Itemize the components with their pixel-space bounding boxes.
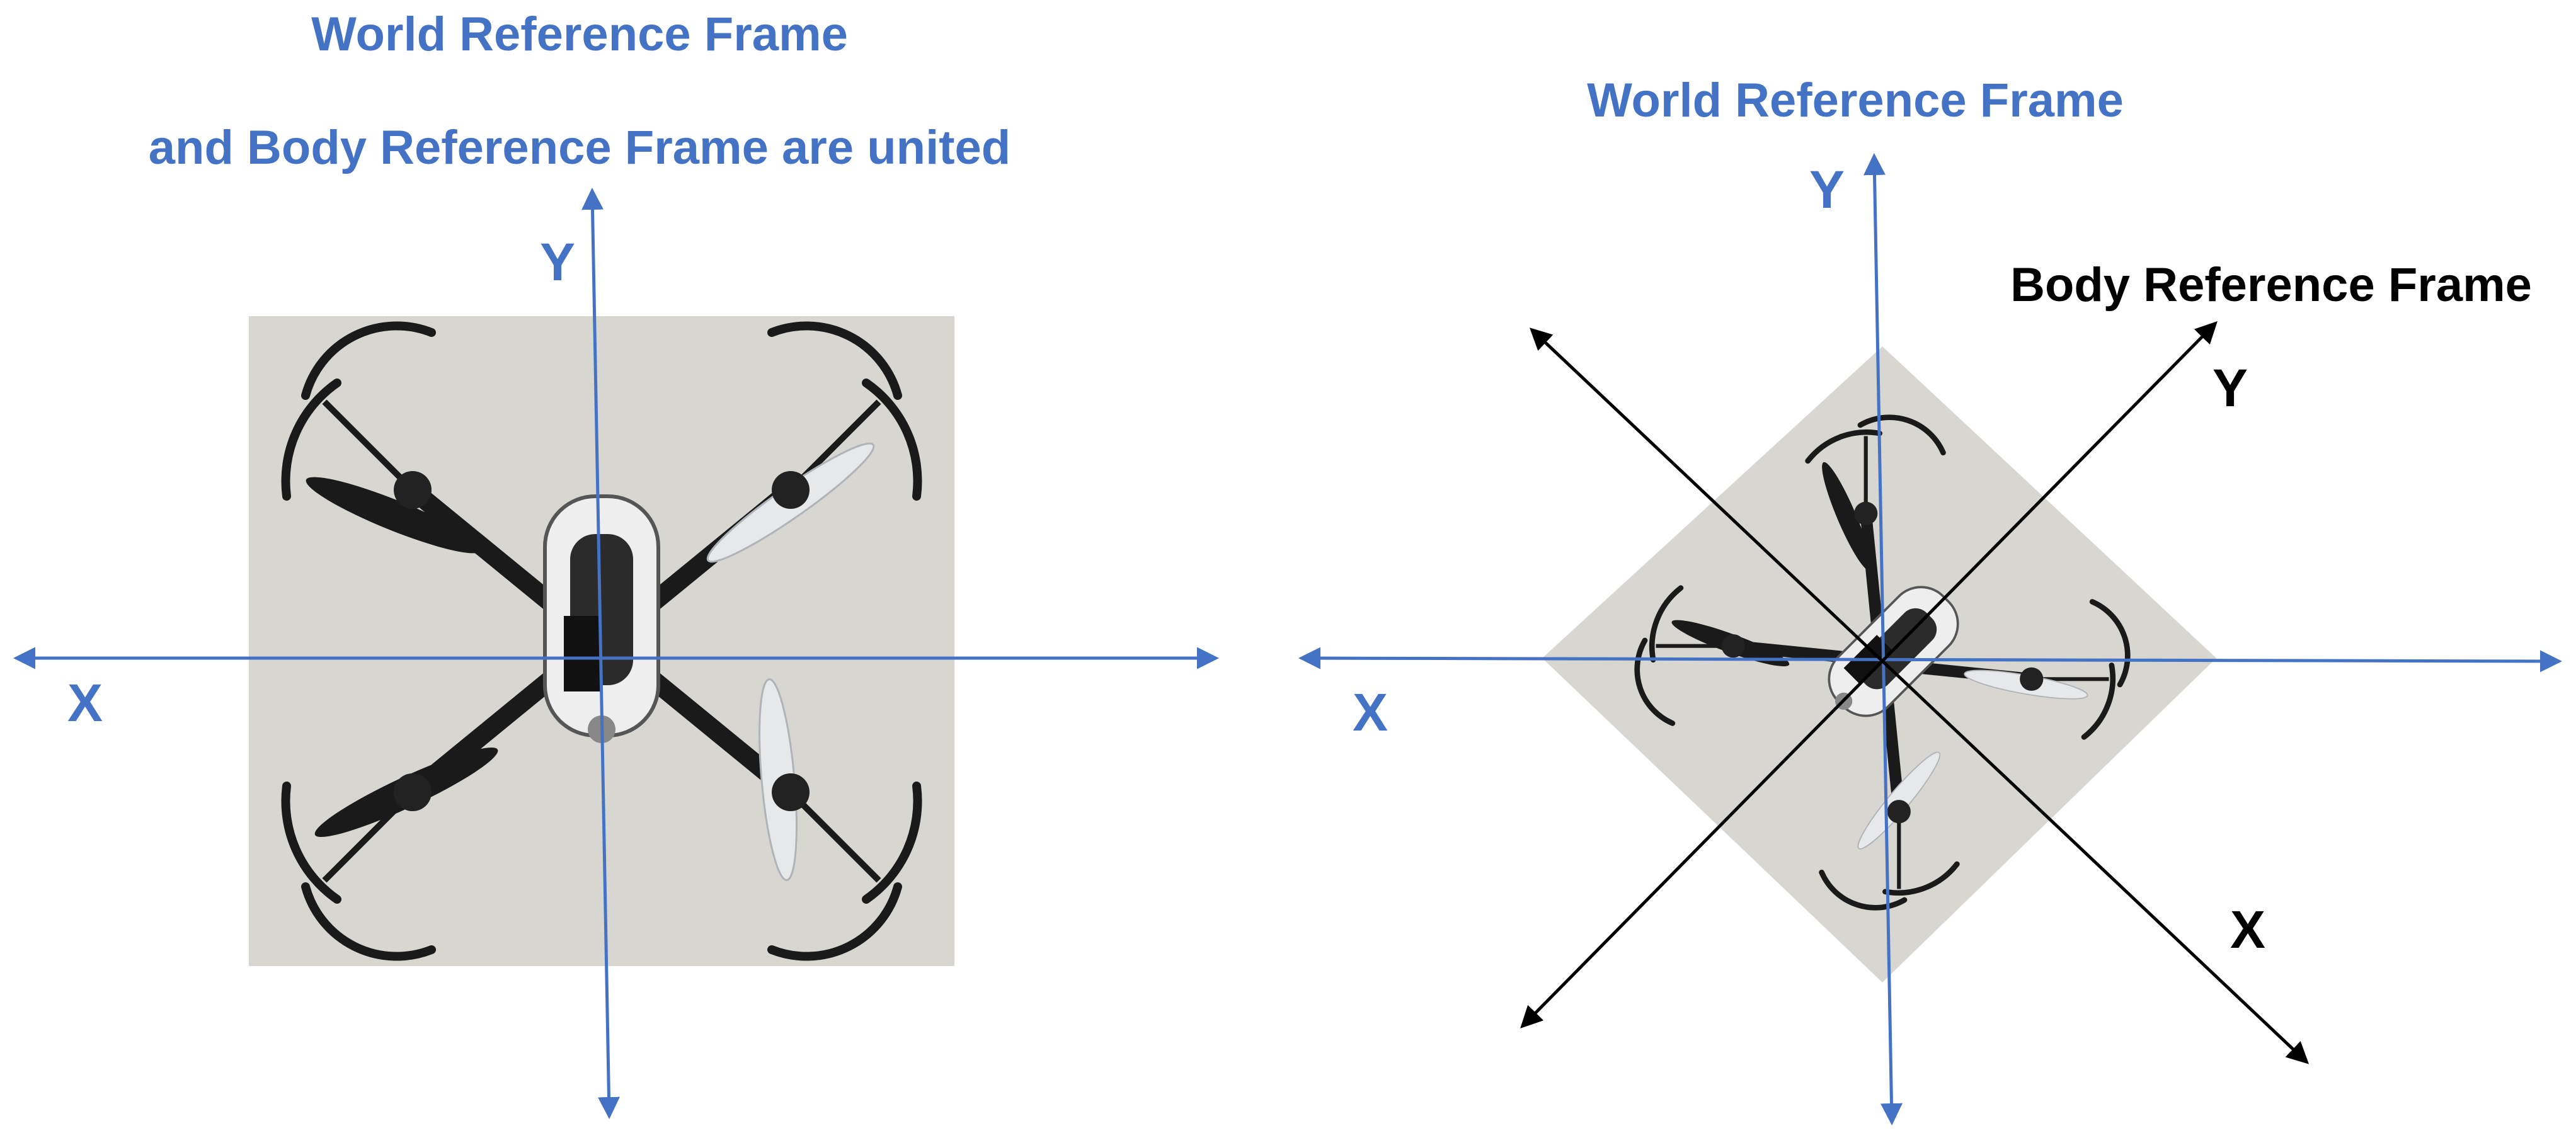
right-body-x-label: X	[2230, 900, 2265, 959]
right-world-title: World Reference Frame	[1587, 74, 2124, 127]
right-panel: World Reference Frame X Y Body Reference…	[1298, 74, 2562, 1125]
left-axis-y-label: Y	[540, 232, 575, 292]
left-axis-x-label: X	[67, 673, 103, 732]
right-body-y-label: Y	[2212, 358, 2248, 418]
right-body-x-axis	[1529, 327, 2310, 1064]
left-panel: World Reference Frame and Body Reference…	[13, 8, 1219, 1119]
right-world-y-label: Y	[1809, 160, 1845, 219]
right-world-x-axis	[1298, 647, 2562, 673]
right-world-x-label: X	[1353, 683, 1388, 742]
left-title-line1: World Reference Frame	[311, 8, 848, 61]
left-y-axis	[581, 188, 620, 1119]
left-title-line2: and Body Reference Frame are united	[149, 121, 1010, 174]
right-body-title: Body Reference Frame	[2010, 258, 2532, 312]
